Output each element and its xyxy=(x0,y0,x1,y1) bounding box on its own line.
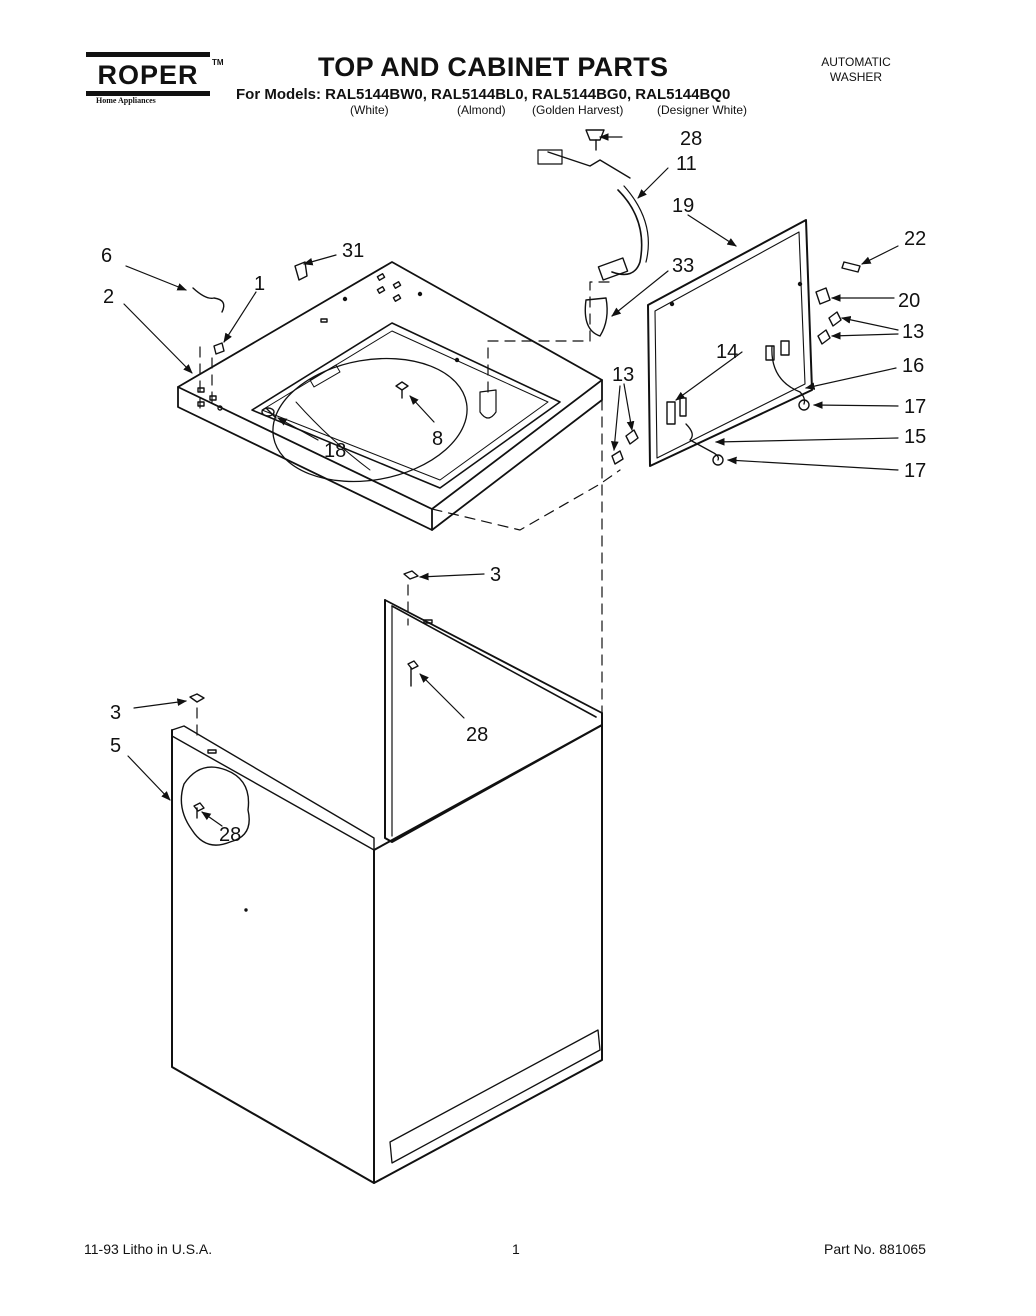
variant-label-white: (White) xyxy=(350,103,389,117)
footer-page-number: 1 xyxy=(512,1241,520,1257)
callout-label: 17 xyxy=(904,460,926,482)
callout-label: 18 xyxy=(324,440,346,462)
footer-part-number: Part No. 881065 xyxy=(824,1241,926,1257)
callout-label: 3 xyxy=(490,564,501,586)
washer-top xyxy=(177,261,603,531)
callout-label: 5 xyxy=(110,735,121,757)
product-type-line2: WASHER xyxy=(829,70,883,84)
variant-label-golden-harvest: (Golden Harvest) xyxy=(532,103,624,117)
callout-label: 8 xyxy=(432,428,443,450)
models-line: For Models: RAL5144BW0, RAL5144BL0, RAL5… xyxy=(236,86,731,103)
callout-label: 17 xyxy=(904,396,926,418)
footer-print-info: 11-93 Litho in U.S.A. xyxy=(84,1241,213,1257)
page-title: TOP AND CABINET PARTS xyxy=(318,52,669,82)
callout-label: 28 xyxy=(219,824,241,846)
console-panel xyxy=(537,149,861,467)
brand-subtitle: Home Appliances xyxy=(96,96,156,105)
callout-leaders xyxy=(123,133,899,827)
callout-label: 6 xyxy=(101,245,112,267)
roper-logo: ROPER TM Home Appliances xyxy=(86,52,224,108)
assembly-guide-lines xyxy=(196,281,621,736)
variant-label-almond: (Almond) xyxy=(457,103,506,117)
callout-label: 16 xyxy=(902,355,924,377)
callout-label: 13 xyxy=(902,321,924,343)
callout-label: 20 xyxy=(898,290,920,312)
logo-top-rule xyxy=(86,52,210,57)
callout-label: 31 xyxy=(342,240,364,262)
callout-labels: 28 11 19 22 6 31 33 1 2 20 13 14 13 16 1… xyxy=(101,128,926,846)
callout-label: 33 xyxy=(672,255,694,277)
callout-label: 28 xyxy=(466,724,488,746)
callout-label: 2 xyxy=(103,286,114,308)
callout-label: 19 xyxy=(672,195,694,217)
callout-label: 15 xyxy=(904,426,926,448)
product-type-line1: AUTOMATIC xyxy=(821,55,891,69)
callout-label: 3 xyxy=(110,702,121,724)
callout-label: 11 xyxy=(676,153,697,175)
callout-label: 22 xyxy=(904,228,926,250)
small-parts xyxy=(189,129,605,703)
trademark-mark: TM xyxy=(212,58,224,67)
product-type: AUTOMATIC WASHER xyxy=(808,55,904,85)
callout-label: 14 xyxy=(716,341,738,363)
callout-label: 13 xyxy=(612,364,634,386)
callout-label: 1 xyxy=(254,273,265,295)
logo-bottom-rule xyxy=(86,91,210,96)
cabinet xyxy=(171,599,603,1184)
variant-label-designer-white: (Designer White) xyxy=(657,103,748,117)
brand-name: ROPER xyxy=(97,60,199,90)
callout-label: 28 xyxy=(680,128,702,150)
